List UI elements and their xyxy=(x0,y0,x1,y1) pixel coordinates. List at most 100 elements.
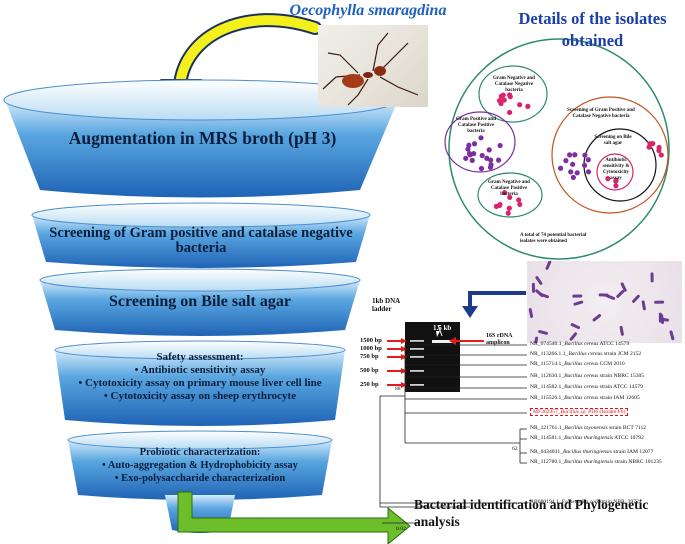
marker-bp-label: 750 bp xyxy=(360,353,379,360)
tree-leaf-label: NR_121761.1_Bacillus toyonensis strain B… xyxy=(530,425,647,431)
bacterial-rod xyxy=(620,282,627,292)
safety-item: • Antibiotic sensitivity assay xyxy=(134,364,266,376)
funnel-stage-probiotic xyxy=(67,430,333,500)
isolate-dot xyxy=(463,155,469,161)
tree-leaf-label: MF362957_Bacillus sp. PD6 (Isolate F6) xyxy=(530,408,629,416)
isolate-dot xyxy=(469,157,475,163)
details-title: Details of the isolates obtained xyxy=(518,9,667,50)
isolate-dot xyxy=(498,100,504,107)
bacterial-rod xyxy=(654,300,665,304)
antibiotic-label: Antibiotic sensitivity & Cytotoxicity as… xyxy=(602,158,630,181)
funnel-stage-bile-salt xyxy=(39,268,361,336)
bacterial-rod xyxy=(669,330,675,341)
marker-arrowhead xyxy=(401,346,407,352)
isolate-dot xyxy=(501,97,507,103)
amplicon-arrow xyxy=(449,337,484,345)
ladder-band xyxy=(410,340,424,342)
isolate-dot xyxy=(501,190,508,196)
funnel-stage-gram-screening xyxy=(31,202,371,268)
bacterial-rod xyxy=(619,325,624,336)
amplicon-label: 16S rDNA amplicon xyxy=(486,333,513,346)
gpos-catpos-label: Gram Positive and Catalase Positive bact… xyxy=(456,117,496,134)
isolate-dot xyxy=(471,141,478,147)
isolate-dot xyxy=(647,141,653,147)
navy-link-arrow xyxy=(462,291,526,318)
stage-augmentation-label: Augmentation in MRS broth (pH 3) xyxy=(68,128,337,148)
bacterial-rod xyxy=(641,300,646,311)
isolates-diagram xyxy=(444,38,670,260)
isolate-dot xyxy=(497,201,503,208)
isolate-dot xyxy=(525,103,531,109)
micrograph-rods xyxy=(528,260,675,347)
isolate-dot xyxy=(466,150,473,157)
safety-item: • Cytotoxicity assay on primary mouse li… xyxy=(78,377,322,389)
ladder-band xyxy=(410,370,424,372)
probiotic-title: Probiotic characterization: xyxy=(139,447,261,458)
isolate-dot xyxy=(563,158,569,164)
isolate-dot xyxy=(516,197,522,203)
green-output-arrow xyxy=(177,491,411,544)
ant-icon xyxy=(322,32,419,106)
isolate-dot xyxy=(505,210,511,216)
bacterial-rod xyxy=(539,292,549,299)
bacterial-rod xyxy=(545,260,552,270)
ladder-label: 1kb DNA ladder xyxy=(372,297,400,313)
bacterial-rod xyxy=(616,290,625,298)
tree-scale-label: 0.02 xyxy=(396,526,406,532)
isolate-dot xyxy=(507,194,513,200)
isolate-dot xyxy=(613,177,619,184)
ladder-band xyxy=(410,384,424,386)
bacterial-rod xyxy=(573,300,584,306)
funnel-stage-augmentation xyxy=(3,79,399,198)
safety-assessment: Safety assessment: • Antibiotic sensitiv… xyxy=(60,351,340,403)
isolate-dot xyxy=(568,169,574,175)
isolate-dot xyxy=(479,152,485,159)
isolate-dot xyxy=(506,205,512,211)
isolate-dot xyxy=(574,170,580,176)
tree-leaf-label: NR_113266.1.1_Bacillus cereus strain JCM… xyxy=(530,351,642,357)
isolate-dot xyxy=(567,152,573,158)
identification-label: Bacterial identification and Phylogeneti… xyxy=(414,497,649,529)
bacterial-rod xyxy=(592,314,602,322)
isolate-dot xyxy=(572,152,578,158)
phylogenetic-tree xyxy=(379,344,527,524)
safety-title: Safety assessment: xyxy=(156,351,244,363)
isolate-dot xyxy=(498,93,504,99)
ladder-band xyxy=(410,356,424,358)
total-isolates-label: A total of 74 potential bacterial isolat… xyxy=(520,233,587,244)
bacterial-rod xyxy=(650,272,654,283)
bacterial-rod xyxy=(535,276,543,285)
isolate-dot xyxy=(585,157,591,163)
isolate-dot xyxy=(581,162,588,168)
bacterial-rod xyxy=(572,294,583,298)
bacterial-rod xyxy=(659,317,670,322)
isolate-dot xyxy=(613,183,619,189)
isolate-dot xyxy=(517,201,523,208)
probiotic-item: • Auto-aggregation & Hydrophobicity assa… xyxy=(102,460,298,471)
isolate-dot xyxy=(495,157,502,163)
isolate-dot xyxy=(558,165,564,171)
bootstrap-value: 62 xyxy=(512,446,518,452)
micrograph-image xyxy=(527,260,682,347)
isolate-dot xyxy=(497,142,503,149)
tree-leaf-label: NR_114581.1_Bacillus thuringiensis ATCC … xyxy=(530,435,644,441)
marker-arrowhead xyxy=(401,354,407,360)
isolate-dot xyxy=(471,151,477,157)
ladder-band xyxy=(410,348,424,350)
tree-leaf-label: NR_0434031_Bacillus thuringiensis strain… xyxy=(530,449,654,455)
tree-leaf-label: NR_074540.1_Bacillus cereus ATCC 14579 xyxy=(530,341,630,347)
isolate-dots xyxy=(463,92,664,216)
marker-arrowhead xyxy=(401,382,407,388)
marker-bp-label: 250 bp xyxy=(360,381,379,388)
marker-arrowhead xyxy=(401,338,407,344)
bile-label: Screening on Bile salt agar xyxy=(594,135,632,146)
isolate-dot xyxy=(582,152,588,158)
probiotic-characterization: Probiotic characterization: • Auto-aggre… xyxy=(70,446,330,485)
bacterial-rod xyxy=(569,332,578,341)
marker-bp-label: 500 bp xyxy=(360,367,379,374)
isolate-dot xyxy=(605,176,611,182)
tree-leaf-label: NR_115526.1_Bacillus cereus strain IAM 1… xyxy=(530,395,640,401)
isolate-dot xyxy=(507,92,513,98)
isolate-dot xyxy=(484,155,490,161)
